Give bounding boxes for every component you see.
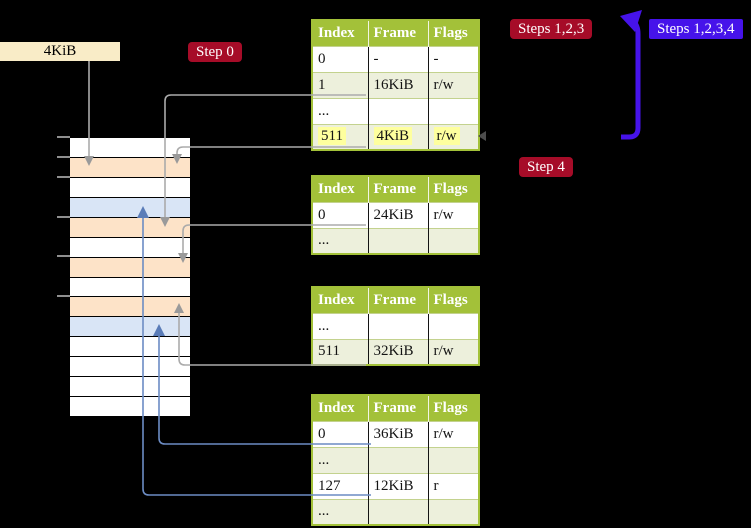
memory-tick bbox=[57, 176, 70, 178]
cell-index: 511 bbox=[312, 338, 368, 365]
col-header-index: Index bbox=[312, 287, 368, 313]
cell-flags bbox=[427, 97, 479, 124]
table-row: 127 12KiB r bbox=[312, 472, 479, 499]
page-table-3: Index Frame Flags ... 511 32KiB r/w bbox=[311, 286, 480, 366]
memory-cell-white bbox=[70, 377, 190, 397]
cell-index: 0 bbox=[312, 420, 368, 447]
cell-flags bbox=[427, 446, 479, 473]
step0-badge: Step 0 bbox=[188, 42, 242, 62]
memory-cell-peach bbox=[70, 297, 190, 317]
memory-cell-peach bbox=[70, 157, 190, 177]
memory-tick bbox=[57, 295, 70, 297]
page-table-2: Index Frame Flags 0 24KiB r/w ... bbox=[311, 175, 480, 255]
table-row: 0 - - bbox=[312, 45, 479, 72]
col-header-flags: Flags bbox=[427, 287, 479, 313]
recursive-loop-arrow bbox=[621, 18, 641, 140]
table-row: 0 36KiB r/w bbox=[312, 420, 479, 447]
cell-frame: 12KiB bbox=[367, 472, 428, 499]
cell-index: 127 bbox=[312, 472, 368, 499]
table-header-row: Index Frame Flags bbox=[312, 20, 479, 46]
col-header-frame: Frame bbox=[367, 287, 428, 313]
memory-tick bbox=[57, 136, 70, 138]
steps123-badge: Steps 1,2,3 bbox=[510, 19, 593, 39]
col-header-frame: Frame bbox=[367, 20, 428, 46]
memory-cell-white bbox=[70, 177, 190, 197]
page-table-4: Index Frame Flags 0 36KiB r/w ... 127 12… bbox=[311, 394, 480, 526]
col-header-index: Index bbox=[312, 176, 368, 202]
memory-cell-white bbox=[70, 138, 190, 157]
col-header-index: Index bbox=[312, 395, 368, 421]
table-row: ... bbox=[312, 227, 479, 254]
highlight: 511 bbox=[318, 127, 346, 146]
memory-tick bbox=[57, 156, 70, 158]
memory-cell-blue bbox=[70, 317, 190, 337]
memory-tick bbox=[57, 216, 70, 218]
col-header-flags: Flags bbox=[427, 20, 479, 46]
col-header-frame: Frame bbox=[367, 176, 428, 202]
cell-flags: - bbox=[427, 45, 479, 72]
cell-index: 511 bbox=[312, 123, 368, 150]
cell-flags: r/w bbox=[427, 420, 479, 447]
cell-flags: r/w bbox=[427, 338, 479, 365]
cell-flags bbox=[427, 312, 479, 339]
cell-index: ... bbox=[312, 312, 368, 339]
step4-badge: Step 4 bbox=[519, 157, 573, 177]
page-table-1: Index Frame Flags 0 - - 1 16KiB r/w ... … bbox=[311, 19, 480, 151]
table-row: ... bbox=[312, 446, 479, 473]
col-header-flags: Flags bbox=[427, 176, 479, 202]
cell-flags bbox=[427, 498, 479, 525]
memory-cell-white bbox=[70, 337, 190, 357]
table-row: ... bbox=[312, 312, 479, 339]
highlight: r/w bbox=[433, 127, 460, 146]
cell-frame bbox=[367, 97, 428, 124]
cell-index: ... bbox=[312, 498, 368, 525]
cell-index: ... bbox=[312, 446, 368, 473]
cell-index: 0 bbox=[312, 45, 368, 72]
cell-frame bbox=[367, 498, 428, 525]
page-size-label: 4KiB bbox=[0, 42, 120, 61]
cell-index: 1 bbox=[312, 71, 368, 98]
steps1234-badge: Steps 1,2,3,4 bbox=[649, 19, 743, 39]
cell-index: ... bbox=[312, 97, 368, 124]
table-header-row: Index Frame Flags bbox=[312, 395, 479, 421]
memory-cell-white bbox=[70, 357, 190, 377]
cell-frame: 4KiB bbox=[367, 123, 428, 150]
cell-frame: 32KiB bbox=[367, 338, 428, 365]
table-row: ... bbox=[312, 97, 479, 124]
col-header-index: Index bbox=[312, 20, 368, 46]
table-row: ... bbox=[312, 498, 479, 525]
cell-frame bbox=[367, 312, 428, 339]
arrowhead-upleft-icon bbox=[620, 10, 642, 32]
cell-flags: r/w bbox=[427, 71, 479, 98]
cell-flags: r bbox=[427, 472, 479, 499]
table-row: 0 24KiB r/w bbox=[312, 201, 479, 228]
col-header-frame: Frame bbox=[367, 395, 428, 421]
table-row: 511 32KiB r/w bbox=[312, 338, 479, 365]
cell-frame: - bbox=[367, 45, 428, 72]
table-row-highlighted: 511 4KiB r/w bbox=[312, 123, 479, 150]
memory-cell-white bbox=[70, 277, 190, 297]
memory-cell-white bbox=[70, 237, 190, 257]
cell-flags: r/w bbox=[427, 123, 479, 150]
table-header-row: Index Frame Flags bbox=[312, 176, 479, 202]
col-header-flags: Flags bbox=[427, 395, 479, 421]
memory-cell-white bbox=[70, 397, 190, 416]
memory-tick bbox=[57, 255, 70, 257]
table-header-row: Index Frame Flags bbox=[312, 287, 479, 313]
cell-flags: r/w bbox=[427, 201, 479, 228]
cell-index: ... bbox=[312, 227, 368, 254]
highlight: 4KiB bbox=[373, 127, 413, 146]
memory-cell-peach bbox=[70, 217, 190, 237]
memory-cell-peach bbox=[70, 257, 190, 277]
cell-frame bbox=[367, 227, 428, 254]
table-row: 1 16KiB r/w bbox=[312, 71, 479, 98]
cell-index: 0 bbox=[312, 201, 368, 228]
cell-frame: 24KiB bbox=[367, 201, 428, 228]
physical-memory-strip bbox=[70, 138, 190, 416]
cell-frame: 36KiB bbox=[367, 420, 428, 447]
memory-cell-blue bbox=[70, 197, 190, 217]
cell-flags bbox=[427, 227, 479, 254]
cell-frame bbox=[367, 446, 428, 473]
cell-frame: 16KiB bbox=[367, 71, 428, 98]
